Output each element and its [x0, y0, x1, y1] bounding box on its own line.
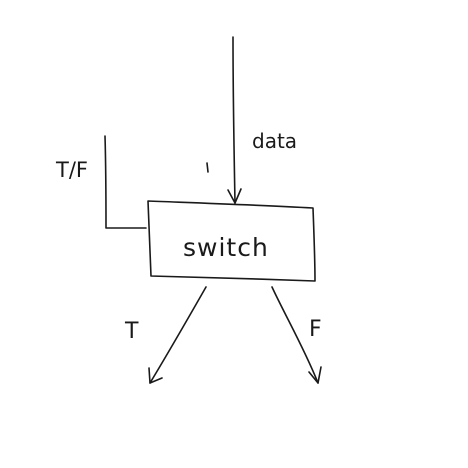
switch-box: [147, 200, 316, 282]
condition-label: T/F: [55, 158, 88, 182]
data-input-arrow: [227, 36, 242, 204]
tick-mark: [206, 162, 209, 173]
false-output-arrowhead: [308, 366, 322, 384]
false-output-line: [271, 286, 319, 384]
data-input-arrowhead: [227, 188, 242, 204]
false-output-arrow: [271, 286, 322, 384]
true-label: T: [124, 319, 139, 344]
data-label: data: [252, 129, 297, 153]
false-label: F: [309, 317, 322, 342]
true-output-line: [149, 286, 207, 384]
true-output-arrow: [148, 286, 207, 384]
condition-input-line: [104, 135, 147, 229]
data-input-line: [232, 36, 236, 204]
true-output-arrowhead: [148, 367, 163, 384]
switch-label: switch: [183, 233, 269, 262]
